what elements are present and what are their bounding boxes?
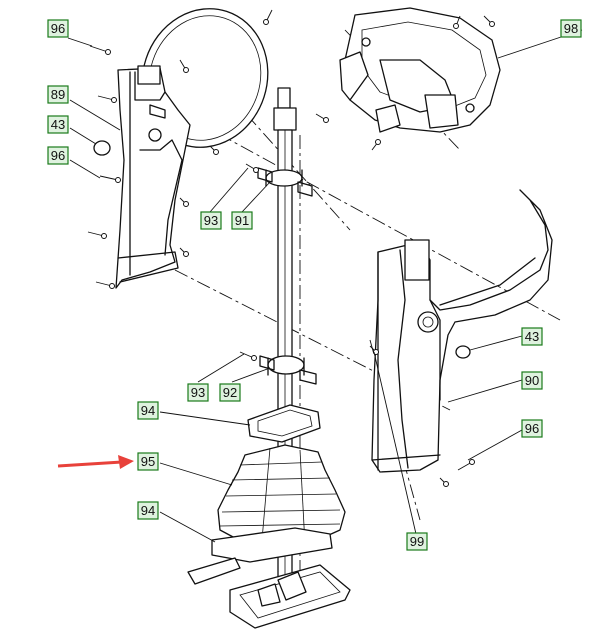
lower-right-shroud xyxy=(371,189,553,473)
knobs xyxy=(93,140,471,359)
highlight-arrow xyxy=(57,455,134,469)
svg-text:98: 98 xyxy=(564,21,578,36)
callout-96-top-left: 96 xyxy=(47,19,69,38)
right-shroud-half xyxy=(339,7,501,133)
callout-91: 91 xyxy=(231,211,253,230)
svg-text:96: 96 xyxy=(51,21,65,36)
screws xyxy=(87,9,495,487)
callout-92: 92 xyxy=(219,383,241,402)
svg-text:99: 99 xyxy=(410,534,424,549)
callout-90: 90 xyxy=(521,371,543,390)
lower-gaiter-seal xyxy=(211,527,333,563)
left-shroud-half xyxy=(115,8,269,289)
upper-gaiter-seal xyxy=(247,404,321,443)
base-plate xyxy=(187,557,351,629)
callout-93-upper: 93 xyxy=(200,211,222,230)
svg-text:94: 94 xyxy=(141,503,155,518)
svg-text:43: 43 xyxy=(51,117,65,132)
callout-95: 95 xyxy=(137,452,159,471)
svg-text:94: 94 xyxy=(141,403,155,418)
svg-text:91: 91 xyxy=(235,213,249,228)
callout-96-mid-left: 96 xyxy=(47,146,69,165)
callout-99: 99 xyxy=(406,532,428,551)
svg-text:93: 93 xyxy=(204,213,218,228)
svg-text:93: 93 xyxy=(191,385,205,400)
upper-clamp xyxy=(257,167,313,197)
callout-93-lower: 93 xyxy=(187,383,209,402)
svg-text:89: 89 xyxy=(51,87,65,102)
callout-43-right: 43 xyxy=(521,327,543,346)
callout-94-lower: 94 xyxy=(137,501,159,520)
callout-94-upper: 94 xyxy=(137,401,159,420)
lower-clamp xyxy=(259,355,317,385)
callout-98: 98 xyxy=(560,19,582,38)
svg-text:96: 96 xyxy=(525,421,539,436)
svg-text:43: 43 xyxy=(525,329,539,344)
callout-43-left: 43 xyxy=(47,115,69,134)
callout-89: 89 xyxy=(47,85,69,104)
svg-text:92: 92 xyxy=(223,385,237,400)
svg-text:95: 95 xyxy=(141,454,155,469)
svg-text:96: 96 xyxy=(51,148,65,163)
callout-96-right: 96 xyxy=(521,419,543,438)
svg-text:90: 90 xyxy=(525,373,539,388)
callout-labels: 96 89 43 96 93 91 98 43 xyxy=(47,19,582,551)
